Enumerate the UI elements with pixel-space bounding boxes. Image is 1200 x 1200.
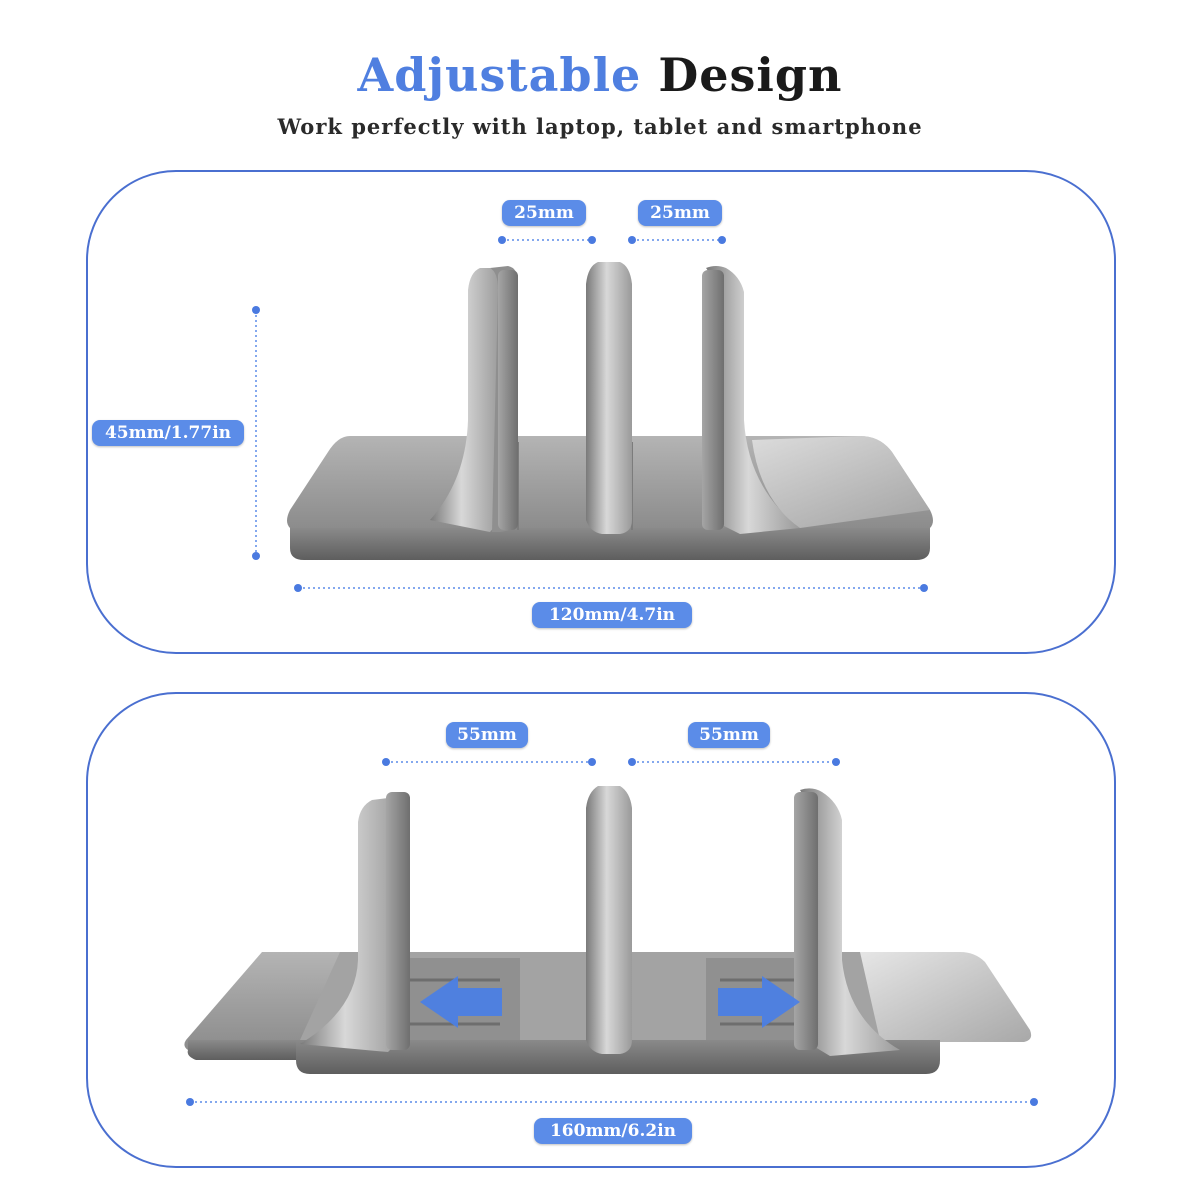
title-accent: Adjustable	[357, 48, 642, 102]
title-plain: Design	[658, 48, 843, 102]
top-panel-frame	[86, 170, 1116, 654]
bottom-length-label: 160mm/6.2in	[534, 1118, 692, 1144]
bottom-dimension-lines	[186, 758, 1038, 1106]
page-title: Adjustable Design	[0, 48, 1200, 102]
top-stand	[287, 262, 933, 560]
top-slot-right-label: 25mm	[638, 200, 722, 226]
bottom-slot-left-label: 55mm	[446, 722, 528, 748]
top-dimension-lines	[252, 236, 928, 592]
top-length-label: 120mm/4.7in	[532, 602, 692, 628]
bottom-panel-frame	[86, 692, 1116, 1168]
bottom-stand	[184, 786, 1032, 1074]
height-label: 45mm/1.77in	[92, 420, 244, 446]
slide-arrows	[420, 976, 800, 1028]
page-subtitle: Work perfectly with laptop, tablet and s…	[277, 114, 923, 139]
top-slot-left-label: 25mm	[502, 200, 586, 226]
bottom-slot-right-label: 55mm	[688, 722, 770, 748]
